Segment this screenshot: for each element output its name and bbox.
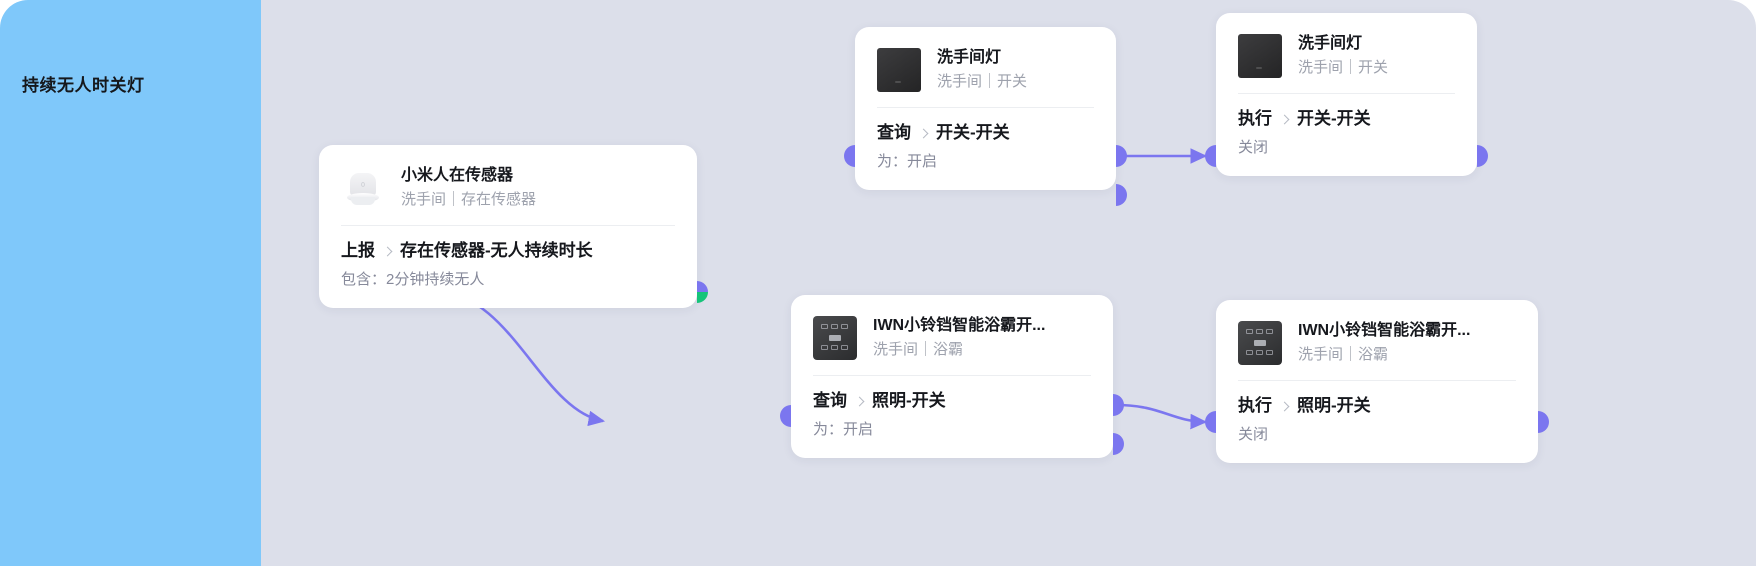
port-in-action-light[interactable] — [1205, 145, 1216, 167]
node-header: 洗手间灯 洗手间｜开关 — [855, 27, 1116, 93]
node-body: 上报 存在传感器-无人持续时长 包含：2分钟持续无人 — [319, 226, 697, 308]
smart-panel-icon — [1238, 321, 1282, 365]
divider — [877, 107, 1094, 108]
port-out-true-condition-bath[interactable] — [1113, 394, 1124, 416]
divider — [813, 375, 1091, 376]
node-body: 查询 开关-开关 为：开启 — [855, 108, 1116, 190]
chevron-right-icon — [382, 246, 393, 256]
node-card-trigger[interactable]: 小米人在传感器 洗手间｜存在传感器 上报 存在传感器-无人持续时长 包含：2分钟… — [319, 145, 708, 308]
presence-sensor-icon — [341, 166, 385, 210]
edge-trigger-to-condition-bath — [435, 290, 606, 427]
chevron-right-icon — [1279, 401, 1290, 411]
action-target: 存在传感器-无人持续时长 — [400, 241, 593, 260]
node-header: IWN小铃铛智能浴霸开... 洗手间｜浴霸 — [1216, 300, 1538, 366]
node-title: 洗手间灯 — [937, 49, 1002, 66]
node-body: 执行 开关-开关 关闭 — [1216, 94, 1477, 176]
node-body: 查询 照明-开关 为：开启 — [791, 376, 1113, 458]
action-label: 执行 — [1238, 396, 1272, 415]
action-label: 执行 — [1238, 109, 1272, 128]
divider — [1238, 380, 1516, 381]
port-out-action-light[interactable] — [1477, 145, 1488, 167]
node-action-row: 上报 存在传感器-无人持续时长 — [341, 239, 675, 263]
chevron-right-icon — [918, 128, 929, 138]
wall-switch-icon — [877, 48, 921, 92]
node-detail: 关闭 — [1238, 139, 1269, 156]
divider — [341, 225, 675, 226]
node-title: 洗手间灯 — [1298, 35, 1363, 52]
node-title: IWN小铃铛智能浴霸开... — [873, 317, 1046, 334]
node-action-row: 执行 开关-开关 — [1238, 107, 1455, 131]
action-target: 照明-开关 — [1297, 396, 1371, 415]
node-card-condition-bath[interactable]: IWN小铃铛智能浴霸开... 洗手间｜浴霸 查询 照明-开关 为：开启 — [780, 295, 1124, 458]
port-in-action-bath[interactable] — [1205, 411, 1216, 433]
action-target: 开关-开关 — [936, 123, 1010, 142]
edge-condition-bath-to-action-bath — [1115, 403, 1208, 430]
action-label: 查询 — [877, 123, 911, 142]
node-action-row: 查询 开关-开关 — [877, 121, 1094, 145]
node-detail: 关闭 — [1238, 426, 1269, 443]
node-detail: 为：开启 — [877, 153, 938, 170]
smart-panel-icon — [813, 316, 857, 360]
action-label: 查询 — [813, 391, 847, 410]
node-card-action-bath[interactable]: IWN小铃铛智能浴霸开... 洗手间｜浴霸 执行 照明-开关 关闭 — [1205, 300, 1549, 463]
node-header: 小米人在传感器 洗手间｜存在传感器 — [319, 145, 697, 211]
port-out-true-condition-light[interactable] — [1116, 145, 1127, 167]
node-detail: 为：开启 — [813, 421, 874, 438]
node-title: IWN小铃铛智能浴霸开... — [1298, 322, 1471, 339]
node-subtitle: 洗手间｜浴霸 — [1298, 346, 1389, 363]
action-label: 上报 — [341, 241, 375, 260]
left-panel: 持续无人时关灯 — [0, 0, 261, 566]
node-subtitle: 洗手间｜开关 — [1298, 59, 1389, 76]
node-action-row: 查询 照明-开关 — [813, 389, 1091, 413]
scene-title: 持续无人时关灯 — [22, 76, 145, 95]
node-subtitle: 洗手间｜开关 — [937, 73, 1028, 90]
port-out-trigger[interactable] — [697, 281, 708, 303]
action-target: 照明-开关 — [872, 391, 946, 410]
chevron-right-icon — [854, 396, 865, 406]
port-out-false-condition-bath[interactable] — [1113, 433, 1124, 455]
port-in-condition-bath[interactable] — [780, 405, 791, 427]
wall-switch-icon — [1238, 34, 1282, 78]
action-target: 开关-开关 — [1297, 109, 1371, 128]
port-in-condition-light[interactable] — [844, 145, 855, 167]
port-out-action-bath[interactable] — [1538, 411, 1549, 433]
node-action-row: 执行 照明-开关 — [1238, 394, 1516, 418]
node-card-action-light[interactable]: 洗手间灯 洗手间｜开关 执行 开关-开关 关闭 — [1205, 13, 1488, 176]
node-header: 洗手间灯 洗手间｜开关 — [1216, 13, 1477, 79]
node-card-condition-light[interactable]: 洗手间灯 洗手间｜开关 查询 开关-开关 为：开启 — [844, 27, 1127, 206]
chevron-right-icon — [1279, 114, 1290, 124]
node-header: IWN小铃铛智能浴霸开... 洗手间｜浴霸 — [791, 295, 1113, 361]
node-title: 小米人在传感器 — [401, 167, 514, 184]
node-detail: 包含：2分钟持续无人 — [341, 271, 485, 288]
divider — [1238, 93, 1455, 94]
node-subtitle: 洗手间｜浴霸 — [873, 341, 964, 358]
node-body: 执行 照明-开关 关闭 — [1216, 381, 1538, 463]
flow-canvas[interactable]: 小米人在传感器 洗手间｜存在传感器 上报 存在传感器-无人持续时长 包含：2分钟… — [261, 0, 1756, 566]
port-out-false-condition-light[interactable] — [1116, 184, 1127, 206]
node-subtitle: 洗手间｜存在传感器 — [401, 191, 537, 208]
